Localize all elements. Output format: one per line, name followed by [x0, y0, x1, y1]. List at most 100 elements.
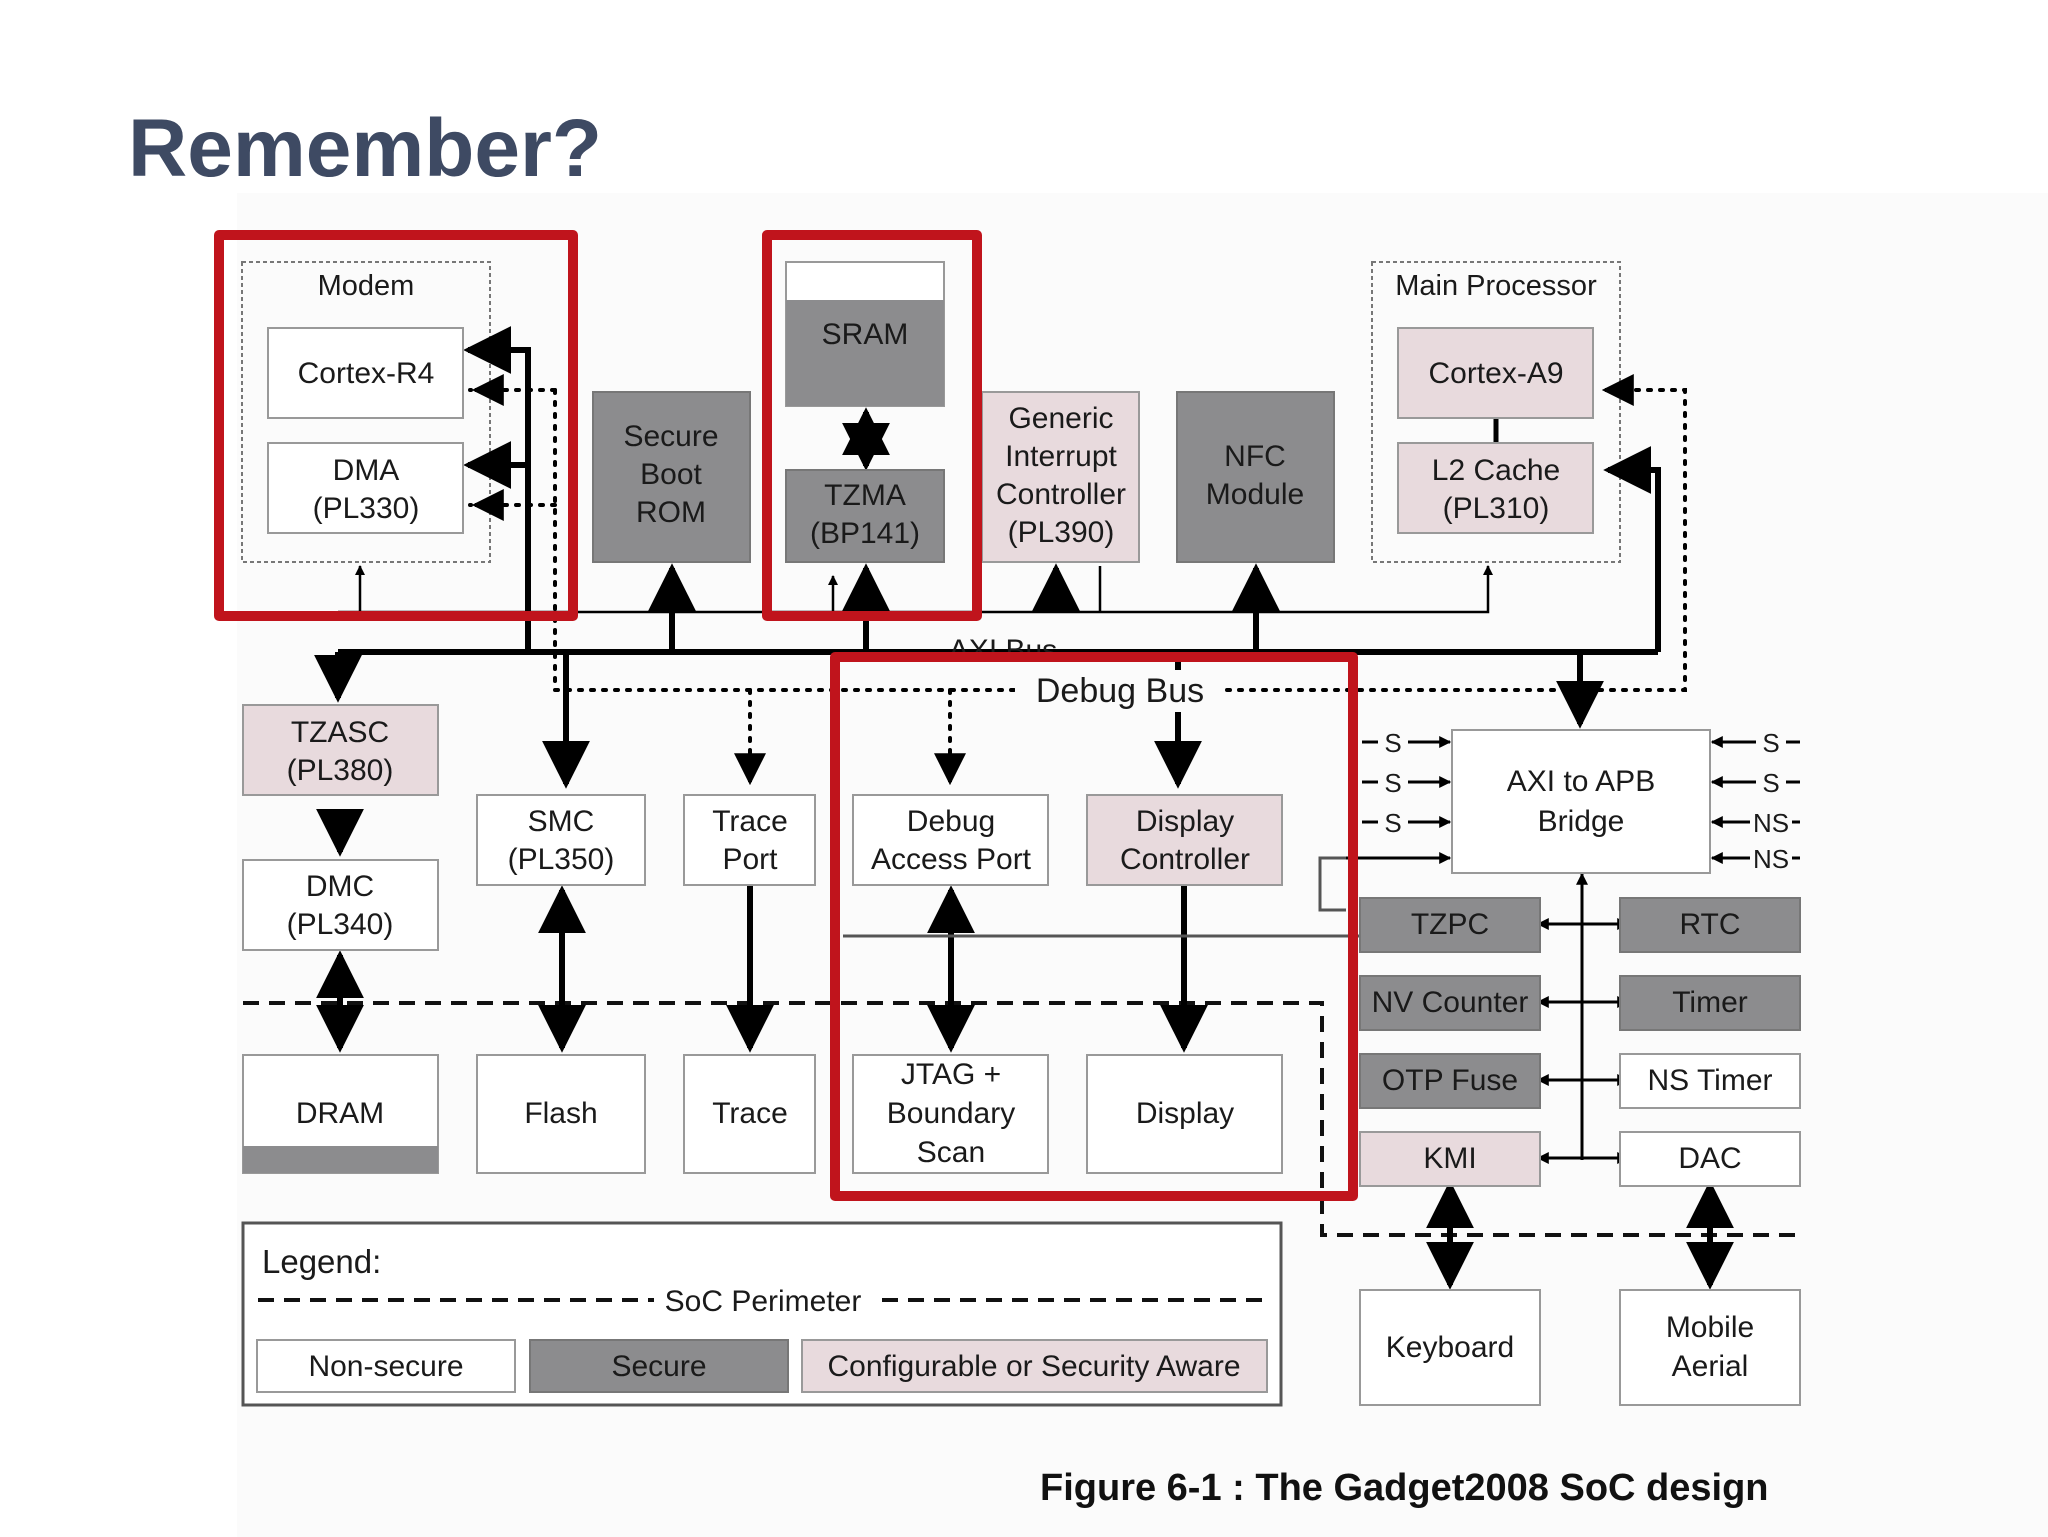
l2-cache-label-2: (PL310) — [1443, 492, 1550, 525]
smc-label-1: SMC — [528, 805, 595, 838]
svg-text:Cortex-R4: Cortex-R4 — [298, 357, 435, 390]
trace-port-label-1: Trace — [712, 805, 788, 838]
legend-secure-label: Secure — [611, 1350, 706, 1383]
bridge-port-labels: S S S S S NS NS — [1378, 728, 1792, 874]
debug-access-port-label-1: Debug — [907, 805, 995, 838]
bridge-port-right-3: NS — [1753, 808, 1789, 838]
secure-boot-rom-label-2: Boot — [640, 458, 702, 491]
main-processor-group: Main Processor — [1371, 261, 1621, 563]
trace-port-label-2: Port — [722, 843, 778, 876]
flash-block: Flash — [476, 1054, 646, 1174]
dmc-block: DMC(PL340) — [242, 859, 439, 951]
bridge-port-right-4: NS — [1753, 844, 1789, 874]
axi-apb-bridge-label-1: AXI to APB — [1507, 765, 1655, 798]
kmi-label: KMI — [1423, 1142, 1476, 1175]
cortex-a9-block: Cortex-A9 — [1397, 327, 1594, 419]
legend-secure: Secure — [529, 1339, 789, 1393]
axi-secondary-bus — [338, 565, 1493, 614]
dma-block: DMA (PL330) — [267, 442, 464, 534]
display-controller-label-1: Display — [1136, 805, 1234, 838]
dac-label: DAC — [1678, 1142, 1741, 1175]
otp-fuse-label: OTP Fuse — [1382, 1064, 1518, 1097]
mobile-aerial-label-2: Aerial — [1672, 1350, 1749, 1383]
tzma-block: TZMA (BP141) — [785, 469, 945, 563]
nfc-label-1: NFC — [1224, 440, 1286, 473]
tzma-label-2: (BP141) — [810, 517, 920, 550]
smc-label-2: (PL350) — [508, 843, 615, 876]
smc-block: SMC (PL350) — [476, 794, 646, 886]
cortex-r4-block: Cortex-R4 — [267, 327, 464, 419]
axi-apb-bridge-block: AXI to APB Bridge — [1451, 729, 1711, 874]
gic-label-1: Generic — [1008, 402, 1113, 435]
axi-apb-bridge-label-2: Bridge — [1538, 805, 1625, 838]
modem-group-label: Modem — [318, 270, 415, 302]
l2-cache-block: L2 Cache (PL310) — [1397, 442, 1594, 534]
gic-label-4: (PL390) — [1008, 516, 1115, 549]
debug-bus-label: Debug Bus — [1036, 672, 1204, 710]
modem-group: Modem — [241, 261, 491, 563]
bridge-port-right-1: S — [1762, 728, 1779, 758]
cortex-r4-label: Cortex-R4 — [298, 357, 435, 390]
tzasc-block: TZASC(PL380) — [242, 704, 439, 796]
slide-title: Remember? — [128, 103, 602, 194]
timer-block: Timer — [1619, 975, 1801, 1031]
nv-counter-block: NV Counter — [1359, 975, 1541, 1031]
secure-boot-rom-label-1: Secure — [623, 420, 718, 453]
timer-label: Timer — [1672, 986, 1748, 1019]
bridge-port-right-2: S — [1762, 768, 1779, 798]
trace-label: Trace — [712, 1097, 788, 1130]
legend-configurable: Configurable or Security Aware — [801, 1339, 1268, 1393]
legend-perimeter-label: SoC Perimeter — [665, 1285, 862, 1318]
jtag-label-1: JTAG + — [901, 1058, 1001, 1091]
tzma-label-1: TZMA — [824, 479, 906, 512]
svg-text:TZASC(PL380): TZASC(PL380) — [287, 716, 394, 787]
svg-text:L2 Cache(PL310): L2 Cache (PL310) — [1432, 454, 1560, 525]
l2-cache-label-1: L2 Cache — [1432, 454, 1560, 487]
highlight-modem — [214, 230, 578, 621]
gic-label-3: Controller — [996, 478, 1126, 511]
sram-block: SRAM — [785, 261, 945, 407]
svg-text:TZMA(BP141): TZMA (BP141) — [810, 479, 920, 550]
dram-label: DRAM — [296, 1097, 384, 1130]
svg-text:SRAM: SRAM — [822, 318, 909, 351]
tzasc-label-2: (PL380) — [287, 754, 394, 787]
device-links — [316, 407, 1734, 1290]
highlight-debug-display — [830, 652, 1358, 1201]
jtag-label-3: Scan — [917, 1136, 985, 1169]
dac-block: DAC — [1619, 1131, 1801, 1187]
tzpc-block: TZPC — [1359, 897, 1541, 953]
dma-label-1: DMA — [333, 454, 400, 487]
debug-access-port-label-2: Access Port — [871, 843, 1032, 876]
nfc-label-2: Module — [1206, 478, 1304, 511]
jtag-label-2: Boundary — [887, 1097, 1015, 1130]
bridge-port-left-2: S — [1384, 768, 1401, 798]
tzpc-label: TZPC — [1411, 908, 1489, 941]
cortex-a9-label: Cortex-A9 — [1428, 357, 1563, 390]
ns-timer-label: NS Timer — [1647, 1064, 1772, 1097]
nfc-module-block: NFC Module — [1176, 391, 1335, 563]
secure-boot-rom-label-3: ROM — [636, 496, 706, 529]
keyboard-block: Keyboard — [1359, 1289, 1541, 1406]
dmc-label-2: (PL340) — [287, 908, 394, 941]
legend-title: Legend: — [262, 1243, 381, 1280]
trace-block: Trace — [683, 1054, 816, 1174]
keyboard-label: Keyboard — [1386, 1331, 1514, 1364]
display-controller-label-2: Controller — [1120, 843, 1250, 876]
dma-label-2: (PL330) — [313, 492, 420, 525]
legend: Legend: SoC Perimeter Non-secure Secure … — [241, 1221, 1283, 1407]
